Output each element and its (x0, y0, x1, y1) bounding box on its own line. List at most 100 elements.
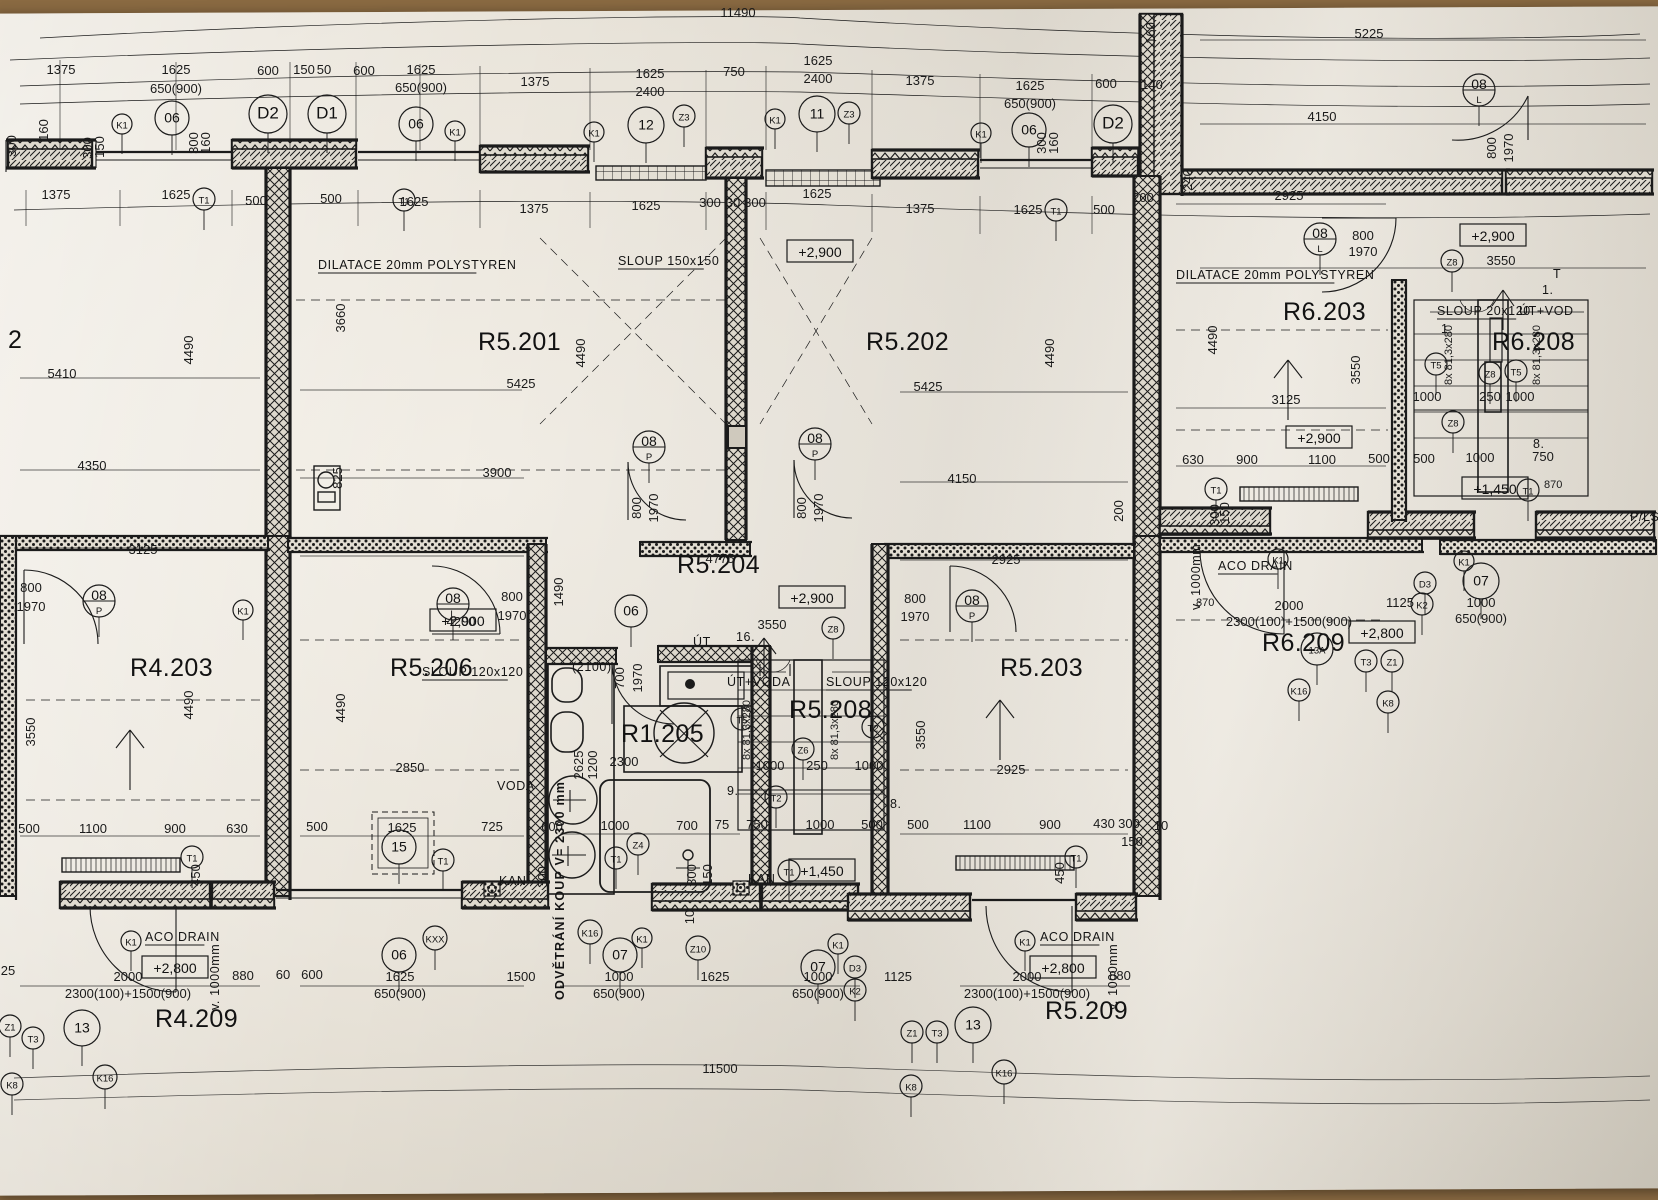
dimension-label: 5425 (914, 379, 943, 394)
reference-bubble-code: 06 (623, 603, 639, 619)
dimension-label: 4150 (948, 471, 977, 486)
dimension-label: 300 (1118, 816, 1140, 831)
reference-bubble-code: K16 (582, 929, 599, 940)
dimension-label: 1625 (804, 53, 833, 68)
reference-bubble-code: T1 (1050, 207, 1061, 218)
dimension-label: 500 (907, 817, 929, 832)
dimension-label-vertical: 3660 (333, 304, 348, 333)
dimension-label: 500 (245, 193, 267, 208)
annotation-text: ÚT (693, 634, 711, 649)
level-box (1459, 223, 1527, 247)
reference-bubble-code: K1 (975, 130, 987, 141)
dimension-label-vertical: 800 (1484, 137, 1499, 159)
dimension-label: 650(900) (1004, 96, 1056, 111)
sheet-margin-mark: 2 (8, 326, 22, 354)
dimension-label: 1100 (963, 817, 991, 832)
dimension-label-vertical: 300 (1034, 132, 1049, 154)
reference-bubble-code: T3 (1360, 658, 1371, 669)
annotation-text: KAN (748, 872, 776, 886)
room-label: R5.206 (390, 654, 473, 682)
bubble-side-code: P (96, 606, 102, 617)
annotation-text: v. 1000mm (1106, 944, 1120, 1010)
dimension-label: 250 (806, 758, 828, 773)
dimension-label: 600 (1095, 76, 1117, 91)
dimension-label: 2300(100)+1500(900) (964, 986, 1090, 1001)
dimension-label-vertical: 300 (80, 137, 95, 159)
reference-bubble-code: T1 (1070, 854, 1081, 865)
dimension-label: 2400 (636, 84, 665, 99)
level-value: +2,900 (790, 590, 833, 606)
dimension-label: 2000 (1013, 969, 1042, 984)
room-label: R6.209 (1262, 629, 1345, 657)
annotation-text: 8. (1533, 437, 1545, 451)
reference-bubble-code: T5 (1430, 361, 1441, 372)
dimension-label: 600 (301, 967, 323, 982)
dimension-label-vertical: 300 (4, 135, 19, 157)
dimension-label: 1970 (1349, 244, 1378, 259)
room-label: R6.203 (1283, 298, 1366, 326)
bubble-side-code: P (646, 452, 652, 463)
dimension-label-vertical: 4490 (1042, 339, 1057, 368)
dimension-label-vertical: 240 (1180, 169, 1195, 191)
dimension-label: 725 (481, 819, 503, 834)
annotation-text: ÚT+VODA (727, 674, 791, 689)
dimension-label: 1000 (804, 969, 833, 984)
dimension-label: 3550 (758, 617, 787, 632)
dimension-label: 4200 (447, 614, 476, 629)
reference-bubble-code: K1 (588, 129, 600, 140)
dimension-label: 500 (306, 819, 328, 834)
dimension-label: 800 (501, 589, 523, 604)
stair-run-note: 8x 81,3x280 (829, 700, 841, 760)
reference-bubble-code: K1 (125, 938, 137, 949)
reference-bubble-code: Z10 (690, 945, 706, 956)
annotation-text: 9. (727, 784, 739, 798)
dimension-label: 750 (723, 64, 745, 79)
reference-bubble-code: K1 (832, 941, 844, 952)
reference-bubble-code: K16 (996, 1069, 1013, 1080)
reference-bubble-code: K1 (769, 116, 781, 127)
reference-bubble-code: 07 (612, 947, 628, 963)
dimension-label-vertical: 4490 (181, 336, 196, 365)
room-label: R5.209 (1045, 997, 1128, 1025)
dimension-label-vertical: 3550 (23, 718, 38, 747)
annotation-text: 8. (890, 797, 902, 811)
dimension-label: 2000 (1275, 598, 1304, 613)
dimension-label: 1000 (806, 817, 835, 832)
reference-bubble-code: 06 (408, 116, 424, 132)
dimension-label: 900 (1236, 452, 1258, 467)
dimension-label: 3550 (1487, 253, 1516, 268)
level-value: +2,800 (1360, 625, 1403, 641)
dimension-label: 1625 (162, 62, 191, 77)
dimension-label: 650(900) (395, 80, 447, 95)
dimension-label-vertical: 1970 (811, 494, 826, 523)
bubble-side-code: P (969, 611, 975, 622)
dimension-label-vertical: 450 (1052, 862, 1067, 884)
dimension-label: 650(900) (150, 81, 202, 96)
stair-run-note: 8x 81,3x280 (1443, 325, 1455, 385)
dimension-label: 500 (861, 817, 883, 832)
dimension-label-vertical: 1970 (1501, 134, 1516, 163)
dimension-label: 600 (257, 63, 279, 78)
level-box (1461, 476, 1529, 500)
dimension-label: 1375 (47, 62, 76, 77)
dimension-label: 1625 (636, 66, 665, 81)
dimension-label: 900 (1039, 817, 1061, 832)
dimension-label-vertical: 160 (1143, 22, 1158, 44)
dimension-label: 60 (276, 967, 290, 982)
annotation-text: (2100) (572, 660, 612, 674)
level-value: +2,900 (1297, 430, 1340, 446)
dimension-label: 3900 (483, 465, 512, 480)
level-box (1348, 620, 1416, 644)
dimension-label-vertical: 825 (330, 467, 345, 489)
reference-bubble-code: T1 (1210, 486, 1221, 497)
annotation-text: ODVĚTRÁNÍ KOUP V= 2300 mm (552, 781, 567, 1000)
dimension-label: 4775 (706, 551, 735, 566)
annotation-text: ACO DRAIN (145, 930, 220, 944)
dimension-label: 630 (1182, 452, 1204, 467)
dimension-label: 600 (353, 63, 375, 78)
reference-bubble-code: T2 (770, 794, 781, 805)
dimension-label: 11500 (702, 1061, 737, 1076)
dimension-label-vertical: 800 (629, 497, 644, 519)
reference-bubble-code: T1 (186, 854, 197, 865)
